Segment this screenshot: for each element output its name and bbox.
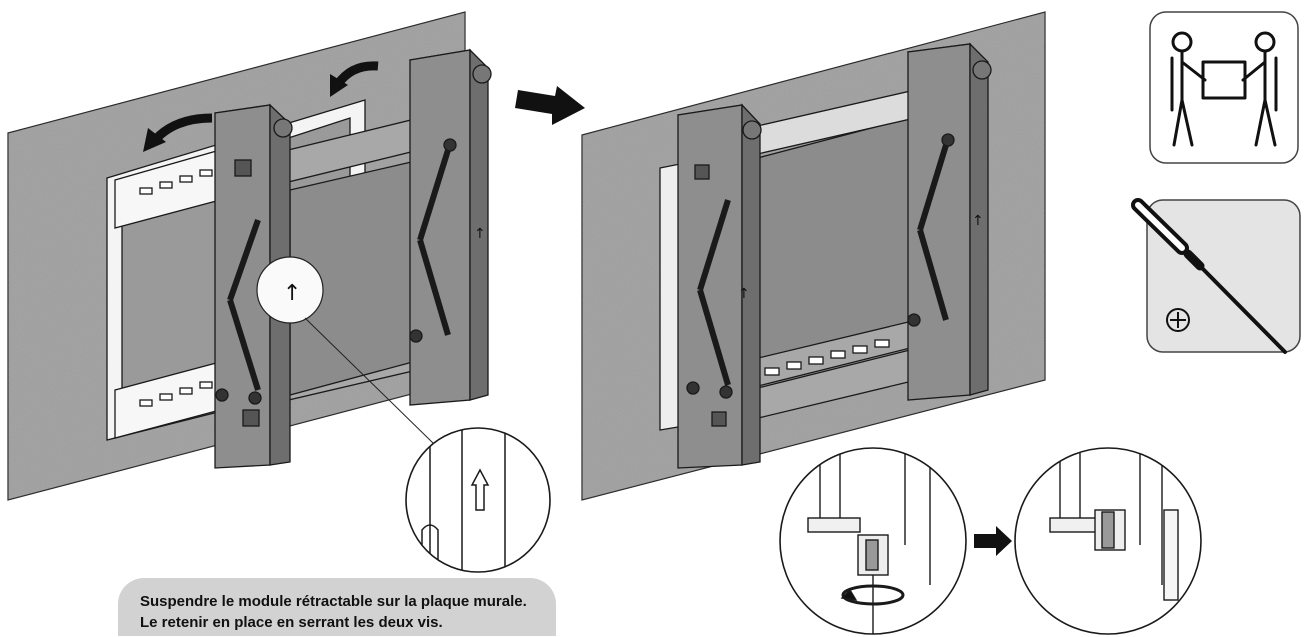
two-person-lift-icon — [1149, 11, 1299, 164]
transition-arrow-icon — [974, 526, 1012, 556]
phillips-head-symbol-icon — [1166, 308, 1190, 332]
left-retractable-module: ↑ — [214, 48, 492, 469]
direction-arrow-highlight: ↑ — [256, 256, 434, 444]
instruction-line-1: Suspendre le module rétractable sur la p… — [140, 593, 527, 610]
next-step-arrow-icon — [515, 86, 585, 125]
svg-text:↑: ↑ — [474, 226, 486, 242]
rotate-arrow-icon — [143, 61, 379, 152]
screw-detail-after — [1014, 447, 1202, 635]
instruction-caption: Suspendre le module rétractable sur la p… — [118, 578, 556, 636]
svg-text:↑: ↑ — [972, 213, 984, 229]
zoom-detail-arrow — [405, 427, 551, 573]
instruction-line-2: Le retenir en place en serrant les deux … — [140, 614, 443, 631]
phillips-screwdriver-icon — [1131, 198, 1301, 354]
svg-text:↑: ↑ — [738, 286, 750, 302]
screw-detail-before — [779, 447, 967, 635]
right-mounted-module: ↑ ↑ — [659, 42, 992, 469]
svg-text:↑: ↑ — [283, 281, 301, 306]
